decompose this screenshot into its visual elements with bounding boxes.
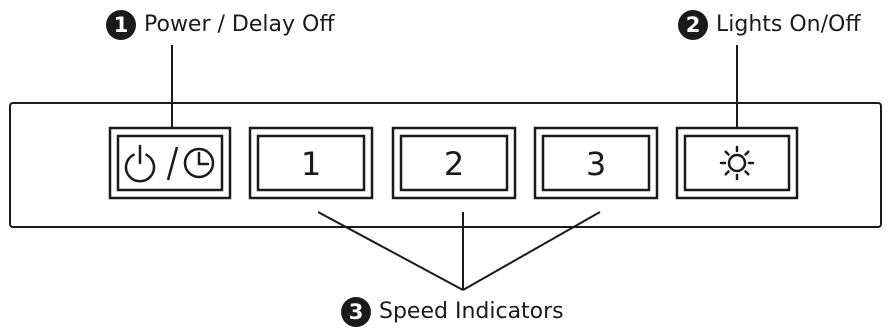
leader-line-speed-3	[462, 211, 601, 291]
speed-3-button[interactable]: 3	[533, 126, 659, 200]
sun-icon	[719, 145, 755, 181]
leader-line-speed-1	[317, 211, 464, 291]
speed-2-label: 2	[444, 145, 464, 183]
slash-separator	[166, 146, 179, 181]
callout-label: Power / Delay Off	[144, 12, 335, 37]
speed-1-button[interactable]: 1	[248, 126, 374, 200]
callout-speed-indicators: 3 Speed Indicators	[341, 297, 564, 327]
callout-number-badge: 2	[678, 10, 708, 40]
speed-2-button[interactable]: 2	[391, 126, 517, 200]
callout-lights: 2 Lights On/Off	[678, 10, 861, 40]
light-button[interactable]	[675, 126, 799, 200]
power-delay-button[interactable]	[108, 126, 232, 200]
callout-label: Lights On/Off	[716, 12, 861, 37]
callout-label: Speed Indicators	[379, 299, 564, 324]
callout-number-badge: 1	[106, 10, 136, 40]
clock-icon	[183, 147, 215, 179]
speed-1-label: 1	[301, 145, 321, 183]
control-panel-outline	[9, 102, 882, 228]
power-icon	[124, 144, 156, 183]
callout-power-delay: 1 Power / Delay Off	[106, 10, 334, 40]
speed-3-label: 3	[586, 145, 606, 183]
callout-number-badge: 3	[341, 297, 371, 327]
